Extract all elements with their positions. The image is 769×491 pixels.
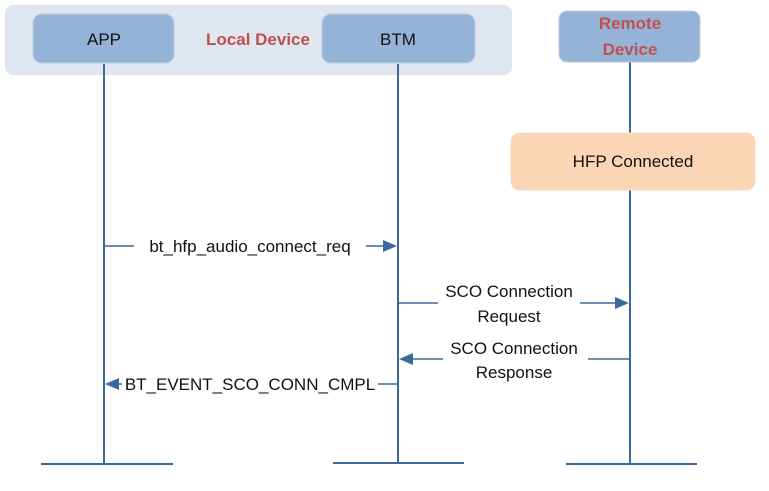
btm-participant-box <box>321 13 476 64</box>
remote-device-participant-box <box>558 10 701 63</box>
sco-request-label-line2: Request <box>477 307 541 326</box>
audio-connect-req-arrowhead <box>383 240 397 252</box>
sco-request-arrowhead <box>615 297 629 309</box>
sco-response-label-line1: SCO Connection <box>450 339 578 358</box>
hfp-connected-state-box <box>510 132 756 191</box>
remote-device-label-line2: Device <box>603 40 658 59</box>
btm-participant-label: BTM <box>380 30 416 49</box>
app-participant-box <box>32 13 175 64</box>
sco-cmpl-arrowhead <box>105 378 119 390</box>
sco-cmpl-label: BT_EVENT_SCO_CONN_CMPL <box>125 375 375 394</box>
sco-response-arrowhead <box>399 353 413 365</box>
sco-request-label-line1: SCO Connection <box>445 282 573 301</box>
audio-connect-req-label: bt_hfp_audio_connect_req <box>149 237 350 256</box>
local-device-label: Local Device <box>206 30 310 49</box>
sco-response-label-line2: Response <box>476 363 553 382</box>
remote-device-label-line1: Remote <box>599 14 661 33</box>
hfp-connected-label: HFP Connected <box>573 152 694 171</box>
app-participant-label: APP <box>87 30 121 49</box>
